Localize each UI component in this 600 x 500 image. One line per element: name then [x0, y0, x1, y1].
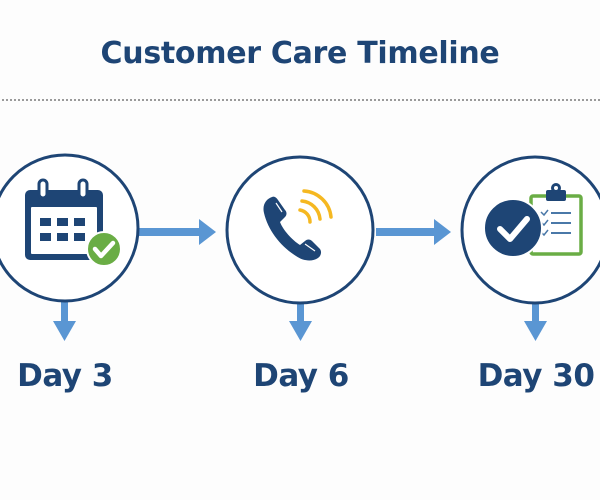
step-1-label: Day 3 — [17, 358, 113, 394]
dotted-divider — [2, 99, 600, 101]
step-1-node — [0, 153, 140, 303]
checklist-complete-icon — [483, 183, 583, 258]
step-2-label: Day 6 — [253, 358, 349, 394]
step-3-node — [460, 155, 600, 305]
down-arrow-step-2 — [289, 301, 312, 341]
page-title: Customer Care Timeline — [100, 36, 500, 71]
phone-call-icon — [263, 189, 333, 261]
down-arrow-step-3 — [524, 301, 547, 341]
step-2-node — [225, 155, 375, 305]
down-arrow-step-1 — [53, 301, 76, 341]
calendar-check-icon — [25, 178, 122, 267]
step-3-label: Day 30 — [477, 358, 595, 394]
connector-arrow-1-to-2 — [139, 219, 216, 245]
connector-arrow-2-to-3 — [376, 219, 451, 245]
